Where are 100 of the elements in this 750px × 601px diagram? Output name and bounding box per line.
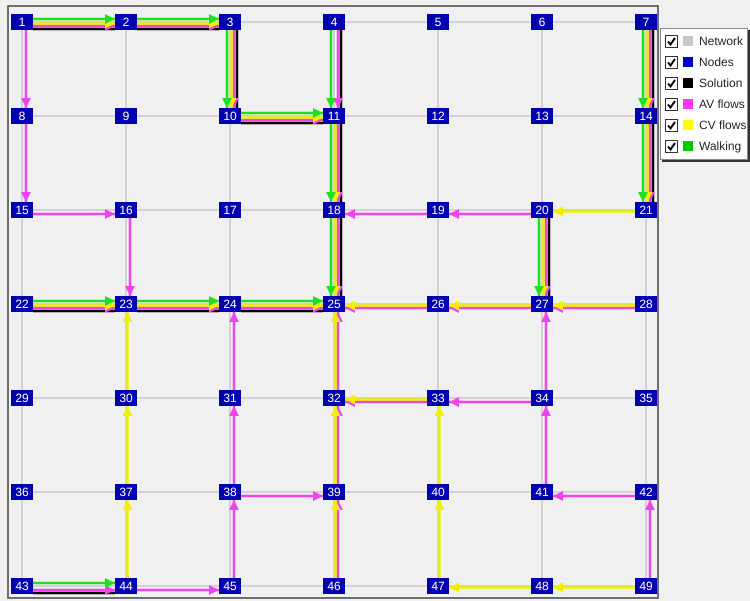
- network-link: [449, 491, 531, 493]
- flow-arrow: [333, 30, 343, 108]
- node-marker: 18: [323, 202, 345, 218]
- network-link: [345, 491, 427, 493]
- node-marker: 46: [323, 578, 345, 594]
- flow-arrow: [137, 300, 219, 310]
- flow-arrow: [330, 218, 340, 296]
- network-link: [553, 491, 635, 493]
- network-link: [33, 303, 115, 305]
- node-marker: 32: [323, 390, 345, 406]
- solution-line: [548, 218, 550, 296]
- node-marker: 1: [11, 14, 33, 30]
- network-link: [21, 500, 23, 578]
- legend-label: Network: [699, 34, 744, 48]
- solution-line: [340, 218, 342, 296]
- network-link: [345, 21, 427, 23]
- flow-arrow: [33, 14, 115, 24]
- node-marker: 12: [427, 108, 449, 124]
- flow-arrow: [125, 218, 135, 296]
- node-marker: 34: [531, 390, 553, 406]
- network-link: [345, 209, 427, 211]
- flow-arrow: [21, 30, 31, 108]
- network-link: [645, 30, 647, 108]
- flow-arrow: [137, 14, 219, 24]
- node-marker: 26: [427, 296, 449, 312]
- flow-arrow: [434, 500, 444, 578]
- flow-arrow: [33, 585, 115, 595]
- network-link: [125, 312, 127, 390]
- network-link: [229, 218, 231, 296]
- flow-arrow: [122, 406, 132, 484]
- node-marker: 14: [635, 108, 657, 124]
- network-link: [437, 124, 439, 202]
- node-marker: 29: [11, 390, 33, 406]
- network-link: [449, 397, 531, 399]
- legend-label: AV flows: [699, 97, 745, 111]
- node-marker: 22: [11, 296, 33, 312]
- node-marker: 36: [11, 484, 33, 500]
- network-link: [137, 303, 219, 305]
- network-link: [33, 585, 115, 587]
- flow-arrow: [137, 296, 219, 306]
- network-link: [137, 209, 219, 211]
- solution-line: [241, 310, 323, 312]
- network-link: [21, 312, 23, 390]
- node-marker: 8: [11, 108, 33, 124]
- node-marker: 17: [219, 202, 241, 218]
- network-link: [345, 397, 427, 399]
- network-link: [137, 585, 219, 587]
- flow-arrow: [330, 500, 340, 578]
- network-link: [345, 115, 427, 117]
- network-link: [553, 209, 635, 211]
- network-link: [125, 124, 127, 202]
- flow-arrow: [241, 491, 323, 501]
- flow-arrow: [122, 312, 132, 390]
- flow-arrow: [229, 406, 239, 484]
- network-link: [333, 406, 335, 484]
- network-link: [449, 209, 531, 211]
- node-marker: 19: [427, 202, 449, 218]
- network-link: [541, 218, 543, 296]
- network-link: [333, 124, 335, 202]
- network-link: [437, 312, 439, 390]
- network-link: [437, 406, 439, 484]
- node-marker: 7: [635, 14, 657, 30]
- network-link: [541, 406, 543, 484]
- flow-arrow: [241, 112, 323, 122]
- network-link: [137, 115, 219, 117]
- flow-arrow: [33, 578, 115, 588]
- node-marker: 39: [323, 484, 345, 500]
- network-link: [333, 312, 335, 390]
- network-link: [125, 406, 127, 484]
- flow-arrow: [553, 300, 635, 310]
- node-marker: 9: [115, 108, 137, 124]
- network-link: [21, 30, 23, 108]
- network-link: [241, 303, 323, 305]
- network-link: [645, 312, 647, 390]
- flow-arrow: [642, 124, 652, 202]
- legend-label: Solution: [699, 76, 742, 90]
- solution-line: [33, 592, 115, 594]
- flow-arrow: [534, 218, 544, 296]
- flow-arrow: [226, 30, 236, 108]
- flow-arrow: [638, 30, 648, 108]
- network-link: [229, 500, 231, 578]
- node-marker: 25: [323, 296, 345, 312]
- legend-label: Walking: [699, 139, 742, 153]
- node-marker: 48: [531, 578, 553, 594]
- solution-line: [33, 310, 115, 312]
- flow-arrow: [222, 30, 232, 108]
- network-link: [241, 21, 323, 23]
- node-marker: 47: [427, 578, 449, 594]
- flow-arrow: [241, 108, 323, 118]
- network-link: [125, 30, 127, 108]
- network-link: [333, 218, 335, 296]
- node-marker: 13: [531, 108, 553, 124]
- node-marker: 4: [323, 14, 345, 30]
- node-marker: 31: [219, 390, 241, 406]
- flow-arrow: [434, 406, 444, 484]
- node-marker: 5: [427, 14, 449, 30]
- network-link: [553, 303, 635, 305]
- flow-arrow: [229, 312, 239, 390]
- network-link: [241, 115, 323, 117]
- network-link: [541, 124, 543, 202]
